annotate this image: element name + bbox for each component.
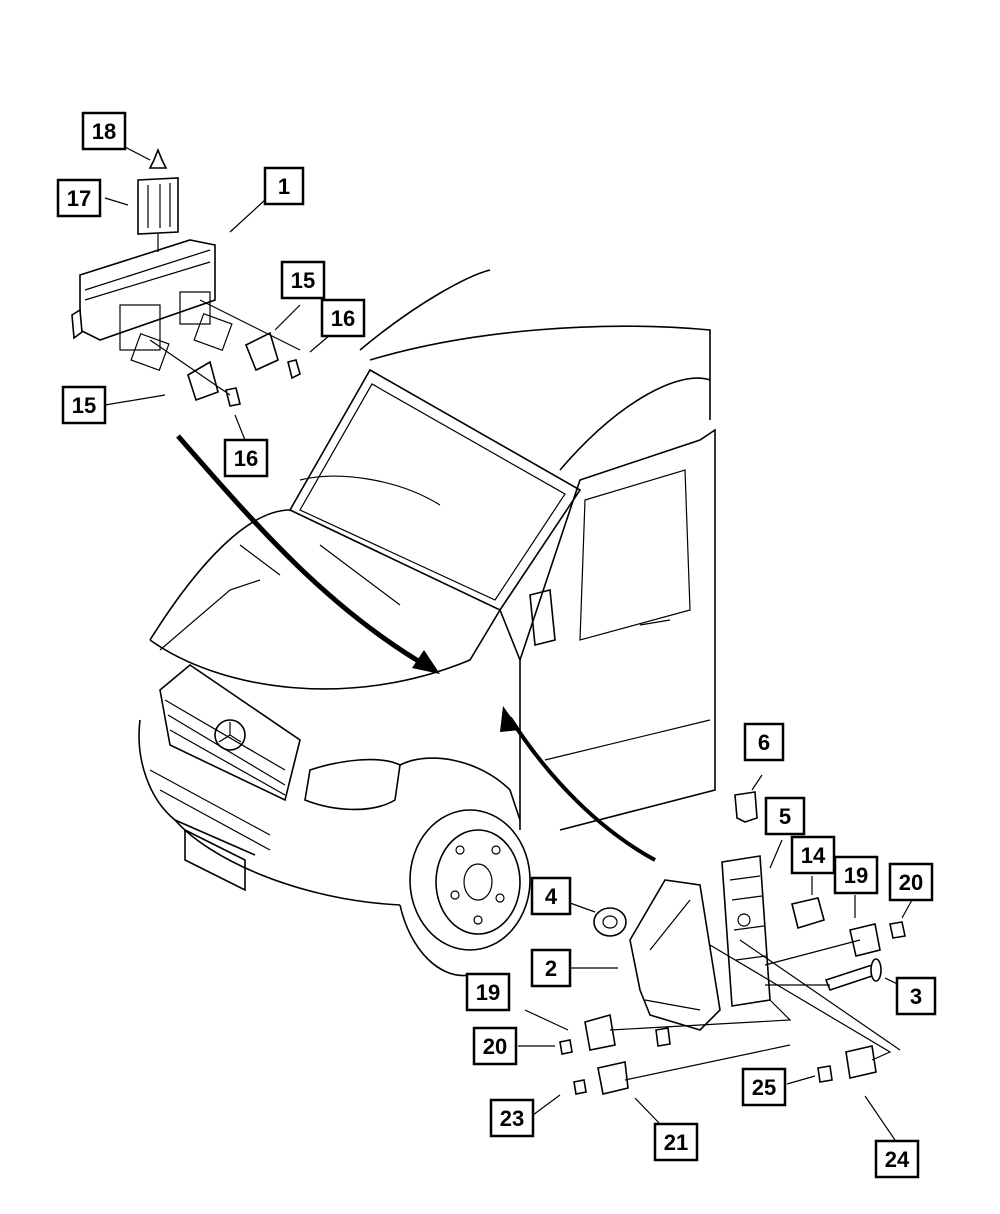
callout-18-label: 18 — [92, 119, 116, 144]
callout-23: 23 — [489, 1098, 535, 1138]
callout-15-lower-label: 15 — [72, 393, 96, 418]
callout-5: 5 — [764, 796, 806, 836]
callout-20-right: 20 — [888, 862, 934, 902]
callout-19-right-label: 19 — [844, 863, 868, 888]
callout-15-upper: 15 — [280, 260, 326, 300]
callout-21: 21 — [653, 1122, 699, 1162]
callout-2-label: 2 — [545, 956, 557, 981]
leader-lines — [104, 146, 913, 1141]
callout-18: 18 — [81, 111, 127, 151]
callout-16-upper: 16 — [320, 298, 366, 338]
callout-3: 3 — [895, 976, 937, 1016]
callout-21-label: 21 — [664, 1130, 688, 1155]
flow-arrows — [176, 434, 656, 862]
callout-20-left-label: 20 — [483, 1034, 507, 1059]
callout-4-label: 4 — [545, 884, 558, 909]
callout-5-label: 5 — [779, 804, 791, 829]
callout-1-label: 1 — [278, 174, 290, 199]
callout-24: 24 — [874, 1139, 920, 1179]
callout-2: 2 — [530, 948, 572, 988]
callout-16-upper-label: 16 — [331, 306, 355, 331]
upper-control-module — [71, 147, 301, 407]
lower-fuse-relay-assembly — [559, 791, 906, 1095]
van-illustration — [138, 269, 716, 977]
callout-16-lower-label: 16 — [234, 446, 258, 471]
callout-6-label: 6 — [758, 730, 770, 755]
callout-25: 25 — [741, 1067, 787, 1107]
callout-25-label: 25 — [752, 1075, 776, 1100]
callout-15-lower: 15 — [61, 385, 107, 425]
callout-19-left-label: 19 — [476, 980, 500, 1005]
callout-19-right: 19 — [833, 855, 879, 895]
callout-16-lower: 16 — [223, 438, 269, 478]
callout-19-left: 19 — [465, 972, 511, 1012]
callout-23-label: 23 — [500, 1106, 524, 1131]
callout-6: 6 — [743, 722, 785, 762]
callout-3-label: 3 — [910, 984, 922, 1009]
callout-15-upper-label: 15 — [291, 268, 315, 293]
callout-14: 14 — [790, 835, 836, 875]
callout-24-label: 24 — [885, 1147, 910, 1172]
callout-17-label: 17 — [67, 186, 91, 211]
callout-14-label: 14 — [801, 843, 826, 868]
callout-1: 1 — [263, 166, 305, 206]
callout-4: 4 — [530, 876, 572, 916]
callout-17: 17 — [56, 178, 102, 218]
callout-20-right-label: 20 — [899, 870, 923, 895]
callout-20-left: 20 — [472, 1026, 518, 1066]
